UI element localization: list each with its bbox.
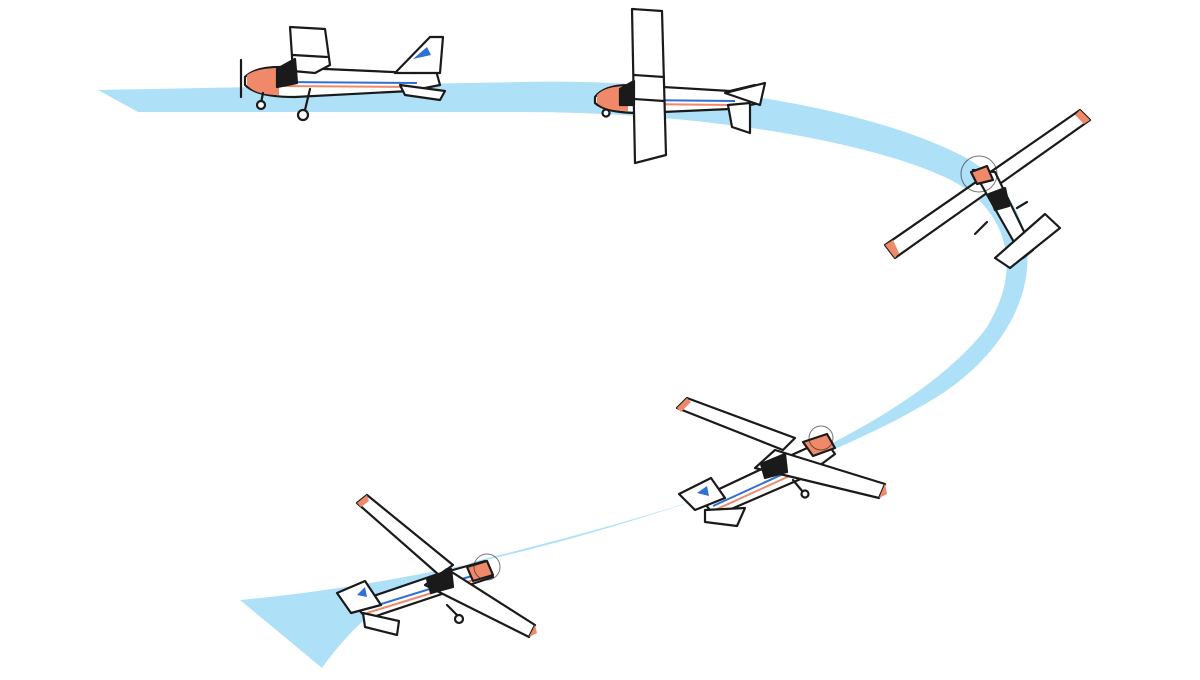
airplane-side-view bbox=[239, 25, 447, 122]
airplane-three-quarter-view-climb bbox=[335, 493, 537, 639]
flight-path bbox=[98, 81, 1028, 668]
airplane-three-quarter-view bbox=[675, 396, 887, 528]
airplane-banked-side-view bbox=[593, 7, 767, 165]
airplane-top-view bbox=[883, 108, 1092, 270]
